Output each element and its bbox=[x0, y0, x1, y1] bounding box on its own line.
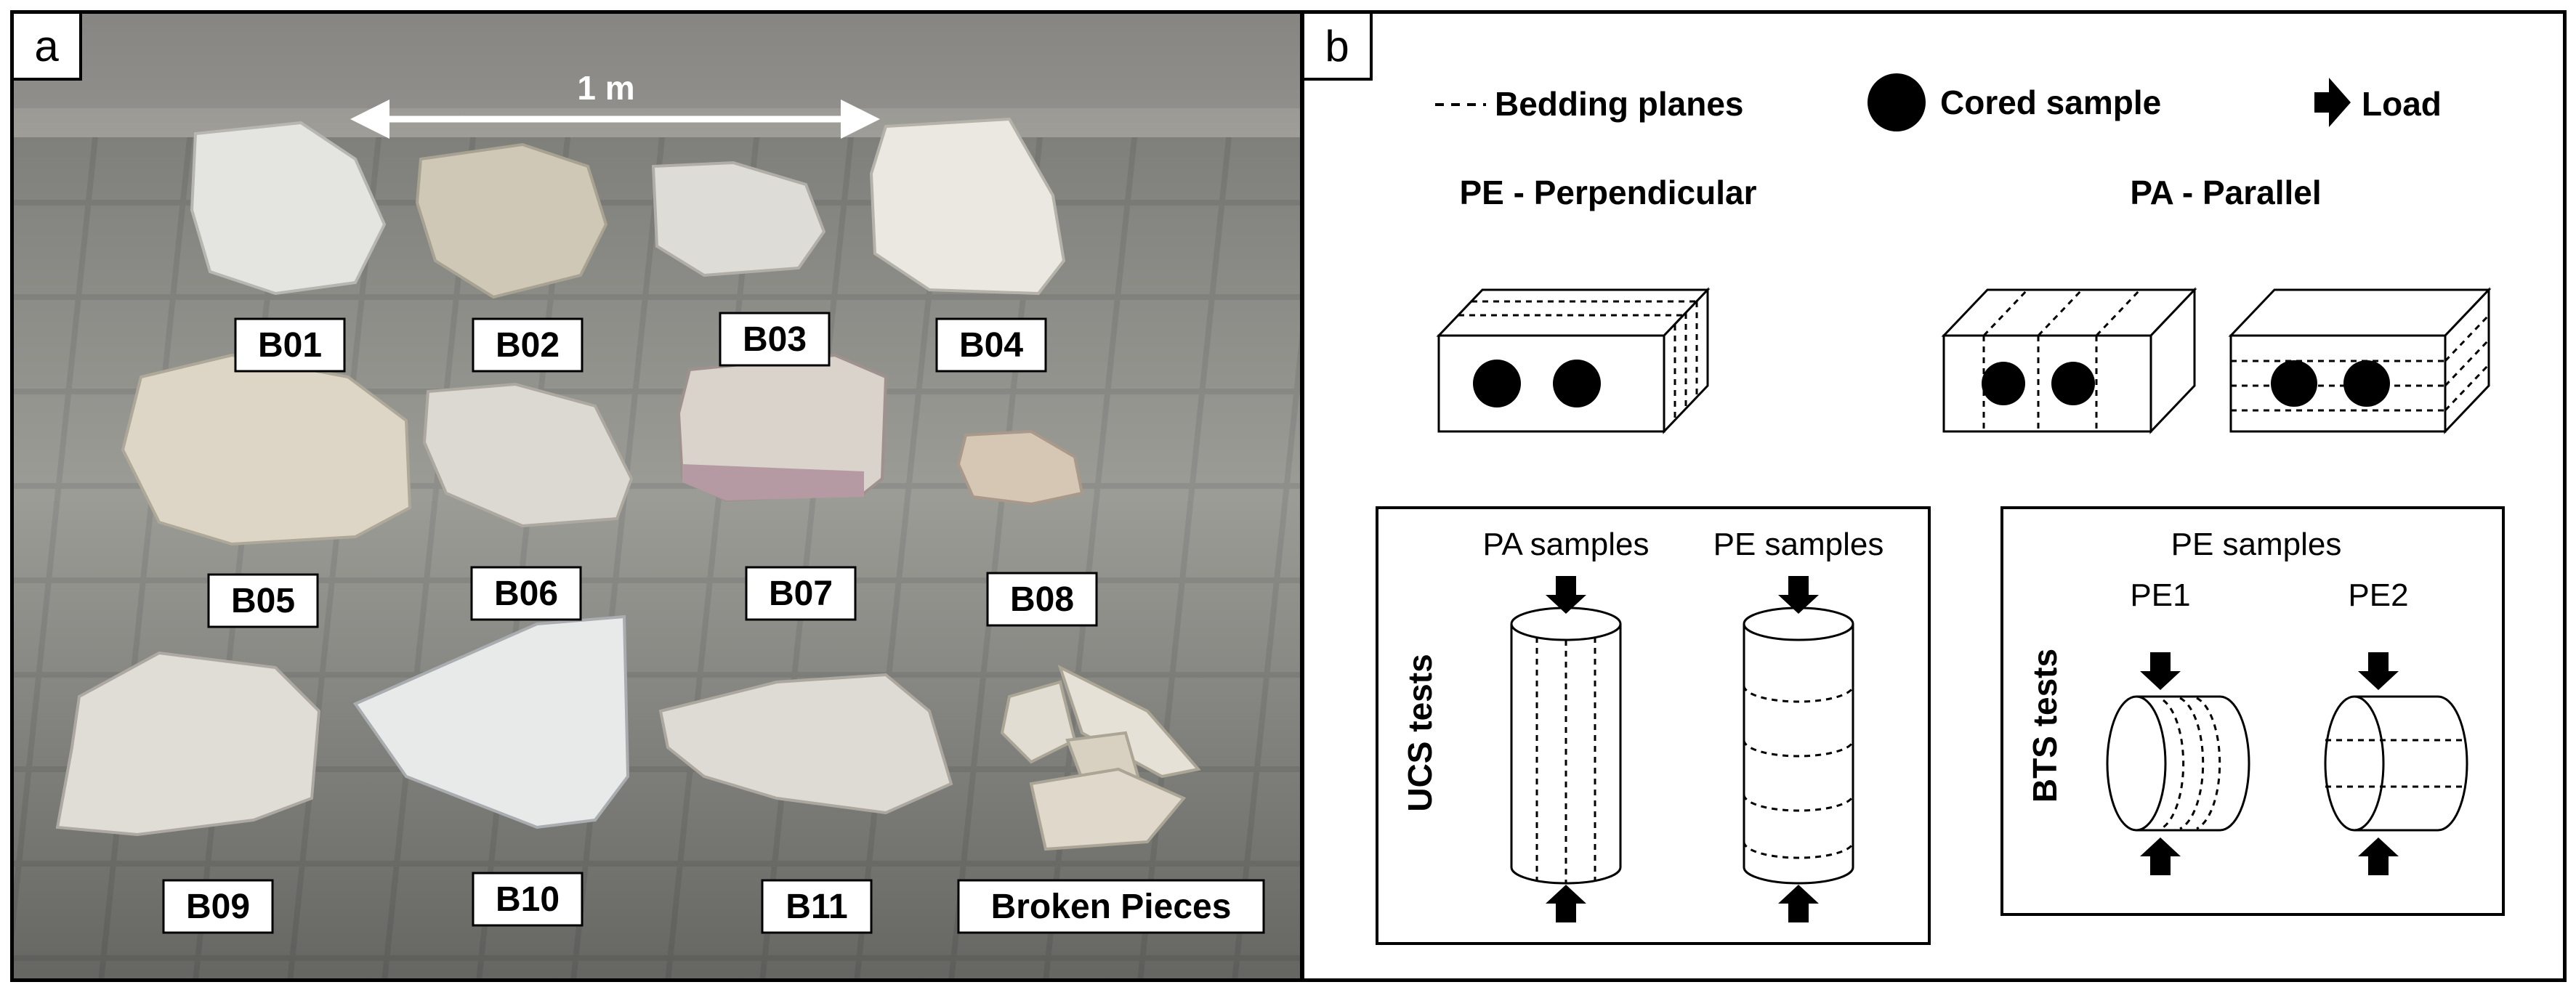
rock-b10 bbox=[352, 614, 630, 829]
ucs-col2-label: PE samples bbox=[1713, 527, 1884, 562]
photo-canvas: 1 m B01 B02 B03 B04 B05 B06 B07 B08 B09 … bbox=[14, 14, 1300, 978]
ucs-col1-label: PA samples bbox=[1482, 527, 1649, 562]
block-label-b06: B06 bbox=[470, 566, 582, 621]
block-pa-2 bbox=[2228, 287, 2492, 434]
block-label-b08: B08 bbox=[986, 572, 1098, 627]
panel-letter-b: b bbox=[1304, 14, 1373, 81]
legend-cored-circle bbox=[1868, 73, 1926, 131]
legend-load-label: Load bbox=[2362, 85, 2442, 123]
svg-text:B09: B09 bbox=[186, 888, 250, 926]
block-label-b02: B02 bbox=[472, 317, 584, 373]
rock-b01 bbox=[190, 121, 387, 296]
svg-text:B02: B02 bbox=[496, 326, 560, 365]
block-label-b01: B01 bbox=[234, 317, 346, 373]
rock-b06 bbox=[422, 382, 634, 528]
scale-label: 1 m bbox=[577, 69, 634, 107]
rock-b11 bbox=[658, 673, 953, 815]
block-label-b10: B10 bbox=[472, 872, 584, 927]
rock-b02 bbox=[415, 142, 608, 299]
legend-bedding-label: Bedding planes bbox=[1495, 85, 1743, 123]
block-label-b09: B09 bbox=[162, 879, 274, 934]
rock-b09 bbox=[55, 651, 321, 837]
ucs-pa-cylinder bbox=[1510, 606, 1622, 885]
svg-text:B07: B07 bbox=[769, 575, 833, 613]
bts-pe1-disc bbox=[2106, 695, 2250, 832]
block-label-b03: B03 bbox=[719, 312, 831, 367]
block-label-b11: B11 bbox=[761, 879, 873, 934]
svg-text:Broken Pieces: Broken Pieces bbox=[991, 888, 1232, 926]
bts-pe2-disc bbox=[2324, 695, 2468, 832]
rock-b07-stain bbox=[682, 464, 864, 500]
svg-text:B11: B11 bbox=[786, 888, 847, 926]
block-pe bbox=[1436, 287, 1711, 434]
legend-cored-label: Cored sample bbox=[1940, 84, 2161, 121]
block-label-b07: B07 bbox=[745, 566, 857, 621]
panel-b-schematic: b Bedding planes Cored sample Load PE - … bbox=[1301, 10, 2567, 982]
svg-text:B05: B05 bbox=[231, 582, 295, 620]
bts-header: PE samples bbox=[2171, 527, 2342, 562]
block-pa-1 bbox=[1941, 287, 2197, 434]
block-label-b04: B04 bbox=[935, 317, 1047, 373]
ucs-title: UCS tests bbox=[1401, 654, 1439, 811]
block-label-b05: B05 bbox=[207, 573, 319, 628]
panel-letter-a: a bbox=[14, 14, 82, 81]
ucs-pe-cylinder bbox=[1743, 606, 1854, 885]
bts-col1-label: PE1 bbox=[2130, 577, 2190, 613]
bts-title: BTS tests bbox=[2026, 649, 2064, 803]
legend-load-icon bbox=[2314, 78, 2351, 127]
pe-orientation-title: PE - Perpendicular bbox=[1459, 174, 1756, 211]
svg-text:B10: B10 bbox=[496, 880, 560, 919]
svg-text:B06: B06 bbox=[494, 575, 558, 613]
svg-text:B08: B08 bbox=[1010, 580, 1074, 619]
rock-b04 bbox=[869, 117, 1066, 296]
panel-a-photo: a bbox=[10, 10, 1304, 982]
rock-b03 bbox=[651, 161, 826, 277]
rock-b08 bbox=[956, 429, 1084, 506]
svg-text:B04: B04 bbox=[959, 326, 1023, 365]
block-label-broken-pieces: Broken Pieces bbox=[957, 879, 1265, 934]
bts-col2-label: PE2 bbox=[2348, 577, 2408, 613]
svg-text:B01: B01 bbox=[258, 326, 322, 365]
pa-orientation-title: PA - Parallel bbox=[2130, 174, 2321, 211]
svg-text:B03: B03 bbox=[743, 320, 807, 359]
rock-broken-pieces bbox=[1000, 665, 1201, 851]
schematic-canvas: Bedding planes Cored sample Load PE - Pe… bbox=[1376, 73, 2505, 945]
